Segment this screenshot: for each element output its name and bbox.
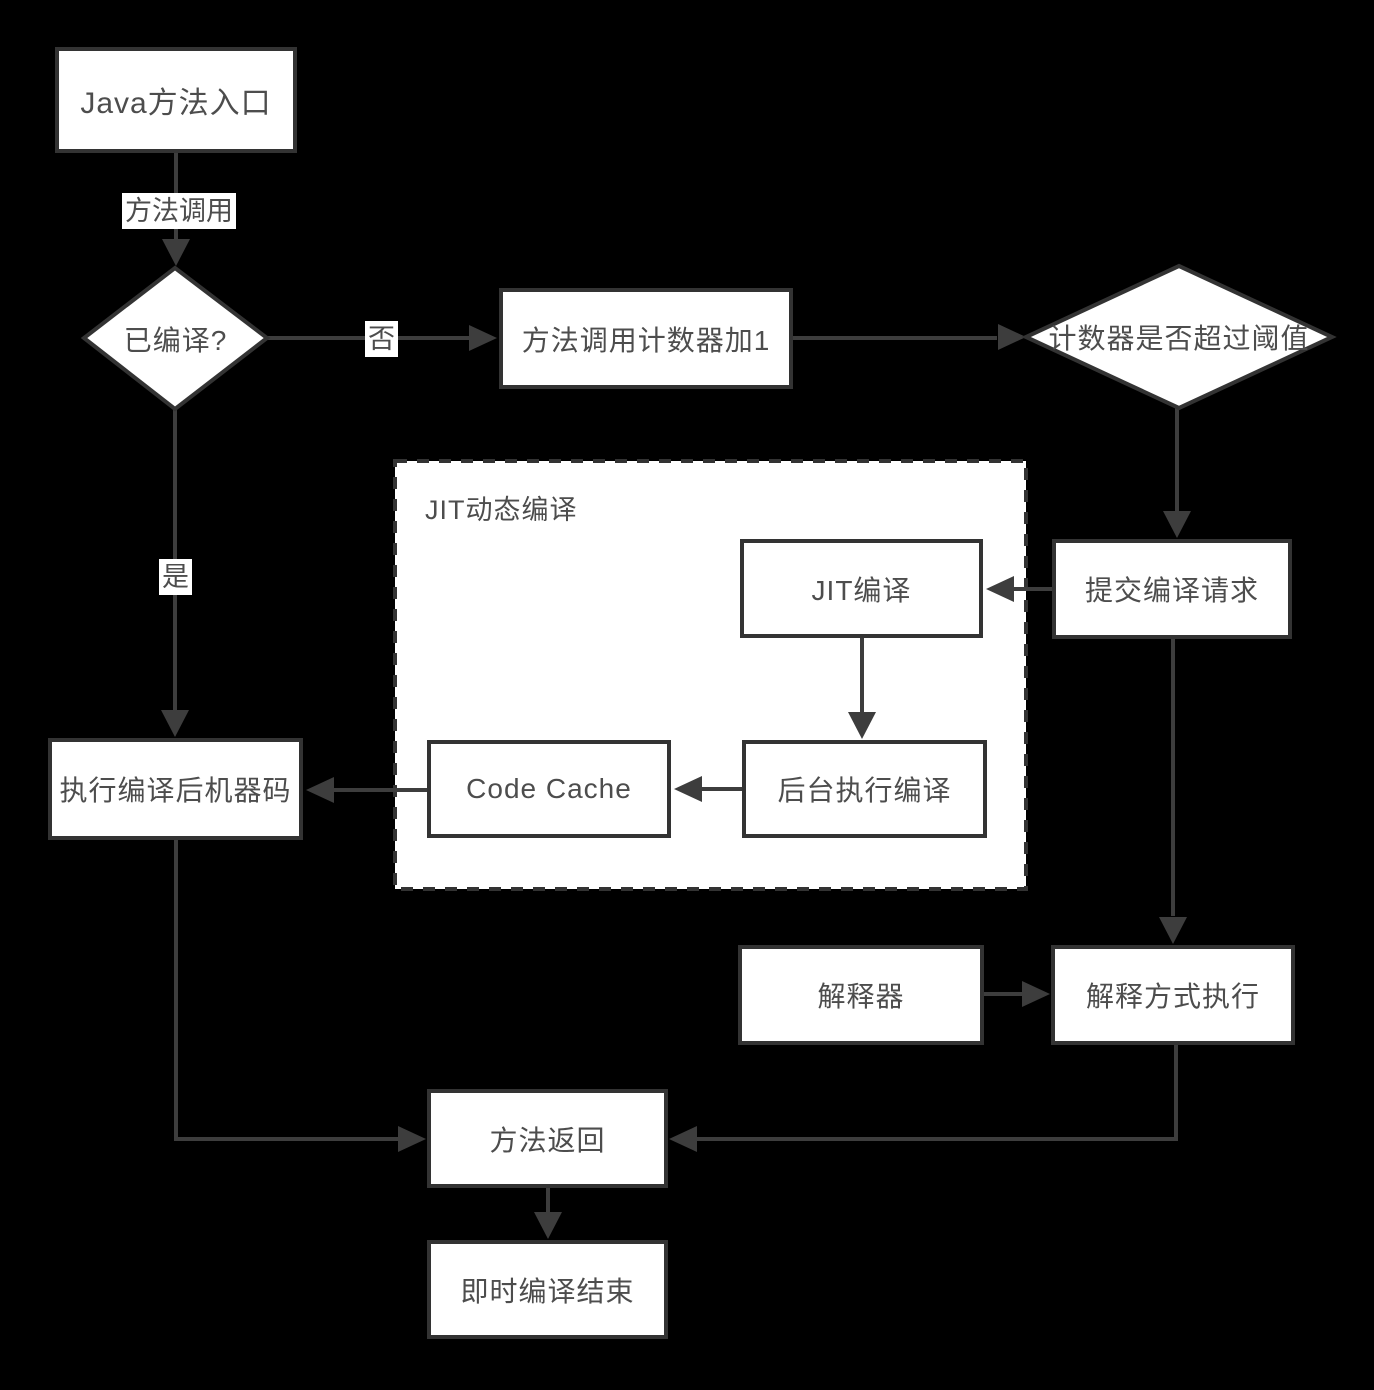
arrowhead-into-exec-side bbox=[306, 777, 334, 803]
node-method-return-label: 方法返回 bbox=[489, 1124, 606, 1156]
arrowhead-into-submit bbox=[1163, 511, 1191, 538]
arrowhead-into-counter bbox=[469, 325, 497, 351]
decision-compiled-shape bbox=[80, 265, 271, 412]
node-method-return: 方法返回 bbox=[427, 1089, 668, 1188]
arrowhead-into-return-left bbox=[398, 1126, 426, 1152]
arrowhead-into-jit bbox=[986, 576, 1014, 602]
node-code-cache-label: Code Cache bbox=[466, 773, 632, 804]
edge-exec-to-return bbox=[174, 840, 398, 1141]
decision-threshold-shape bbox=[1021, 263, 1337, 411]
arrowhead-into-compiled bbox=[162, 239, 190, 266]
decision-compiled-label: 已编译? bbox=[123, 324, 228, 356]
node-jit-end-label: 即时编译结束 bbox=[460, 1275, 635, 1307]
node-jit-compile-label: JIT编译 bbox=[811, 574, 912, 606]
arrowhead-into-cache bbox=[674, 776, 702, 802]
node-java-method-entry: Java方法入口 bbox=[55, 47, 297, 153]
jit-group-label: JIT动态编译 bbox=[425, 495, 578, 525]
node-exec-machine-code: 执行编译后机器码 bbox=[48, 738, 303, 840]
arrowhead-into-exec-top bbox=[161, 710, 189, 737]
node-interpret-exec-label: 解释方式执行 bbox=[1085, 981, 1260, 1012]
node-code-cache: Code Cache bbox=[427, 740, 671, 838]
arrowhead-into-threshold bbox=[998, 324, 1026, 350]
node-submit-compile-request: 提交编译请求 bbox=[1052, 539, 1292, 639]
node-background-compile: 后台执行编译 bbox=[742, 740, 987, 838]
arrowhead-into-bg bbox=[848, 712, 876, 739]
arrowhead-into-interpret-top bbox=[1159, 917, 1187, 944]
node-counter-increment-label: 方法调用计数器加1 bbox=[521, 324, 771, 356]
node-jit-end: 即时编译结束 bbox=[427, 1240, 668, 1339]
node-counter-increment: 方法调用计数器加1 bbox=[499, 288, 793, 389]
edge-label-yes: 是 bbox=[159, 559, 192, 595]
node-java-method-entry-label: Java方法入口 bbox=[80, 87, 272, 120]
decision-compiled-label-box: 已编译? bbox=[84, 268, 267, 409]
edge-interpret-to-return bbox=[696, 1045, 1178, 1141]
node-exec-machine-code-label: 执行编译后机器码 bbox=[59, 775, 292, 806]
arrowhead-into-interpret-left bbox=[1022, 981, 1050, 1007]
node-submit-compile-request-label: 提交编译请求 bbox=[1084, 575, 1259, 606]
node-jit-compile: JIT编译 bbox=[740, 539, 983, 638]
node-interpreter: 解释器 bbox=[738, 945, 984, 1045]
edge-label-no: 否 bbox=[365, 321, 398, 357]
node-interpret-exec: 解释方式执行 bbox=[1051, 945, 1295, 1045]
arrowhead-into-end bbox=[534, 1212, 562, 1239]
decision-threshold-label: 计数器是否超过阈值 bbox=[1048, 323, 1310, 354]
arrowhead-into-return-right bbox=[669, 1126, 697, 1152]
node-background-compile-label: 后台执行编译 bbox=[777, 775, 952, 806]
decision-threshold-label-box: 计数器是否超过阈值 bbox=[1026, 266, 1332, 408]
edge-label-method-call: 方法调用 bbox=[122, 193, 236, 229]
node-interpreter-label: 解释器 bbox=[817, 981, 905, 1012]
